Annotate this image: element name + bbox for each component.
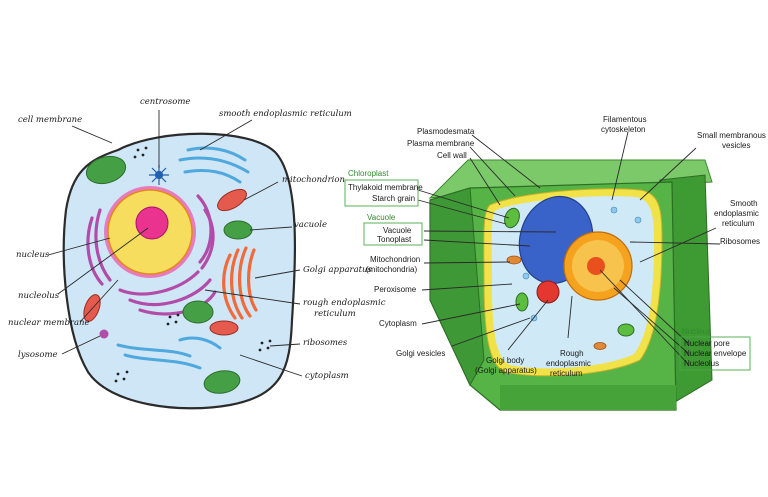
label-smooth-er-3: reticulum [722,219,755,228]
plant-cell: Plasmodesmata Plasma membrane Cell wall … [344,115,766,411]
label-nuclear-envelope: Nuclear envelope [684,349,747,358]
label-plasmodesmata: Plasmodesmata [417,127,475,136]
label-filamentous-2: cytoskeleton [601,125,645,134]
smooth-er [116,146,250,370]
chloroplast-group-box [344,179,419,207]
lysosome [99,329,109,339]
plant-golgi [536,280,560,304]
label-nucleolus: Nucleolus [684,359,719,368]
label-smooth-er: smooth endoplasmic reticulum [219,109,352,119]
label-smooth-er-2: endoplasmic [714,209,759,218]
label-plasma-membrane: Plasma membrane [407,139,475,148]
plant-mitochondria [506,255,607,350]
centrosome [149,165,169,185]
label-golgi-body-2: (Golgi apparatus) [475,366,537,375]
label-ribosomes: Ribosomes [720,237,760,246]
label-thylakoid-membrane: Thylakoid membrane [348,183,423,192]
animal-cell: centrosome cell membrane smooth endoplas… [8,97,386,410]
plant-chloroplasts [504,207,635,337]
label-rough-er-1: rough endoplasmic [303,298,386,308]
label-rough-er-2: reticulum [314,309,356,319]
label-ribosomes: ribosomes [303,338,348,348]
label-golgi-body-1: Golgi body [486,356,524,365]
label-rough-er-2: endoplasmic [546,359,591,368]
label-mitochondrion-2: (mitochondria) [366,265,417,274]
label-chloroplast-group: Chloroplast [348,169,389,178]
label-starch-grain: Starch grain [372,194,415,203]
label-nucleus: nucleus [16,250,50,260]
label-golgi-apparatus: Golgi apparatus [303,265,373,275]
label-smooth-er-1: Smooth [730,199,758,208]
label-mitochondrion: mitochondrion [282,175,345,185]
plant-wall-left-face [429,187,485,387]
label-cytoplasm: cytoplasm [305,371,349,381]
label-centrosome: centrosome [140,97,190,107]
label-golgi-vesicles: Golgi vesicles [396,349,445,358]
animal-nucleus [104,186,196,278]
animal-golgi [222,246,258,320]
label-tonoplast: Tonoplast [377,235,412,244]
label-nucleus-group: Nucleus [682,327,711,336]
plant-leader-lines [417,131,721,365]
label-small-vesicles-1: Small membranous [697,131,766,140]
label-mitochondrion-1: Mitochondrion [370,255,420,264]
label-small-vesicles-2: vesicles [722,141,750,150]
label-nuclear-membrane: nuclear membrane [8,318,90,328]
nucleus-group-box [679,336,751,371]
plant-labels: Plasmodesmata Plasma membrane Cell wall … [348,115,766,378]
label-lysosome: lysosome [18,350,58,360]
label-rough-er-1: Rough [560,349,584,358]
label-rough-er-3: reticulum [550,369,583,378]
animal-leader-lines [47,110,303,377]
label-peroxisome: Peroxisome [374,285,417,294]
label-nuclear-pore: Nuclear pore [684,339,730,348]
plant-wall-bottom-slab [500,385,676,410]
vacuole-group-box [363,222,423,246]
animal-mitochondria [83,188,247,336]
label-vacuole-group: Vacuole [367,213,396,222]
animal-ribosomes [114,146,272,383]
nucleolus [135,206,169,240]
label-cell-membrane: cell membrane [18,115,82,125]
label-cytoplasm: Cytoplasm [379,319,417,328]
plant-nucleus [563,231,633,301]
label-nucleolus: nucleolus [18,291,60,301]
animal-labels: centrosome cell membrane smooth endoplas… [8,97,386,381]
label-cell-wall: Cell wall [437,151,467,160]
label-vacuole: vacuole [294,220,327,230]
label-vacuole: Vacuole [383,226,412,235]
label-filamentous-1: Filamentous [603,115,647,124]
